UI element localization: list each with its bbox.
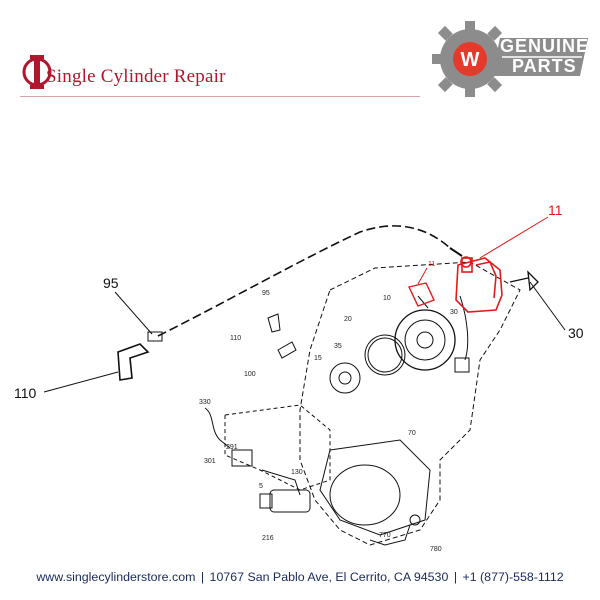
callout-small-301: 301 bbox=[204, 458, 216, 465]
callout-small-216: 216 bbox=[262, 535, 274, 542]
callout-small-11: 11 bbox=[428, 261, 435, 268]
callout-small-780: 780 bbox=[430, 546, 442, 553]
callout-small-130: 130 bbox=[291, 469, 303, 476]
engine-outline bbox=[299, 261, 521, 546]
callout-small-330: 330 bbox=[199, 399, 211, 406]
badge-line-parts: PARTS bbox=[512, 56, 577, 76]
callout-30: 30 bbox=[568, 325, 584, 341]
cable-end bbox=[449, 247, 463, 257]
coil-wire bbox=[459, 295, 469, 361]
callout-small-20: 20 bbox=[344, 316, 352, 323]
recoil-starter bbox=[394, 309, 456, 371]
badge-logo-letter: W bbox=[461, 49, 480, 71]
callout-110: 110 bbox=[14, 385, 37, 401]
engine-block-outline bbox=[224, 404, 331, 491]
callout-small-291: 291 bbox=[226, 444, 238, 451]
footer-phone[interactable]: +1 (877)-558-1112 bbox=[462, 570, 564, 584]
badge-line-genuine: GENUINE bbox=[500, 36, 590, 56]
gear-icon bbox=[432, 21, 508, 97]
footer-separator: | bbox=[453, 570, 458, 584]
footer-separator: | bbox=[200, 570, 205, 584]
harness-330 bbox=[204, 407, 231, 449]
callout-small-95: 95 bbox=[262, 290, 270, 297]
callout-11: 11 bbox=[548, 202, 563, 218]
callout-small-100: 100 bbox=[244, 371, 256, 378]
engine-cover-outline bbox=[319, 439, 431, 536]
ignition-coil-11 bbox=[455, 256, 503, 313]
brand-logo-icon bbox=[22, 55, 52, 89]
footer-website-link[interactable]: www.singlecylinderstore.com bbox=[36, 570, 196, 584]
gasket-ring-20 bbox=[364, 334, 406, 376]
wire-780 bbox=[369, 524, 411, 546]
spark-plug-30 bbox=[509, 270, 539, 292]
stator-15 bbox=[329, 362, 361, 394]
genuine-parts-badge: W bbox=[432, 21, 588, 97]
callout-small-30: 30 bbox=[450, 309, 458, 316]
header-divider bbox=[20, 96, 420, 97]
callout-small-110: 110 bbox=[230, 335, 241, 342]
footer-address: 10767 San Pablo Ave, El Cerrito, CA 9453… bbox=[209, 570, 449, 584]
brand-name: Single Cylinder Repair bbox=[46, 66, 226, 87]
callout-small-5: 5 bbox=[259, 483, 263, 490]
footer-contact: www.singlecylinderstore.com | 10767 San … bbox=[0, 570, 600, 584]
cable-clip-95 bbox=[147, 331, 163, 342]
callout-small-770: 770 bbox=[379, 532, 391, 539]
throttle-cable bbox=[157, 225, 451, 337]
wire-130 bbox=[261, 469, 301, 496]
starter-motor bbox=[269, 489, 311, 513]
callout-small-15: 15 bbox=[314, 355, 322, 362]
coil-bracket-11 bbox=[407, 282, 435, 307]
callout-95: 95 bbox=[103, 275, 119, 291]
bracket-110-small bbox=[267, 313, 281, 333]
connector-100 bbox=[277, 341, 297, 359]
solenoid-291 bbox=[231, 449, 253, 467]
callout-small-10: 10 bbox=[383, 295, 391, 302]
crank-housing bbox=[329, 464, 401, 526]
callout-small-35: 35 bbox=[334, 343, 342, 350]
hose-elbow-110 bbox=[117, 343, 150, 381]
callout-small-70: 70 bbox=[408, 430, 416, 437]
